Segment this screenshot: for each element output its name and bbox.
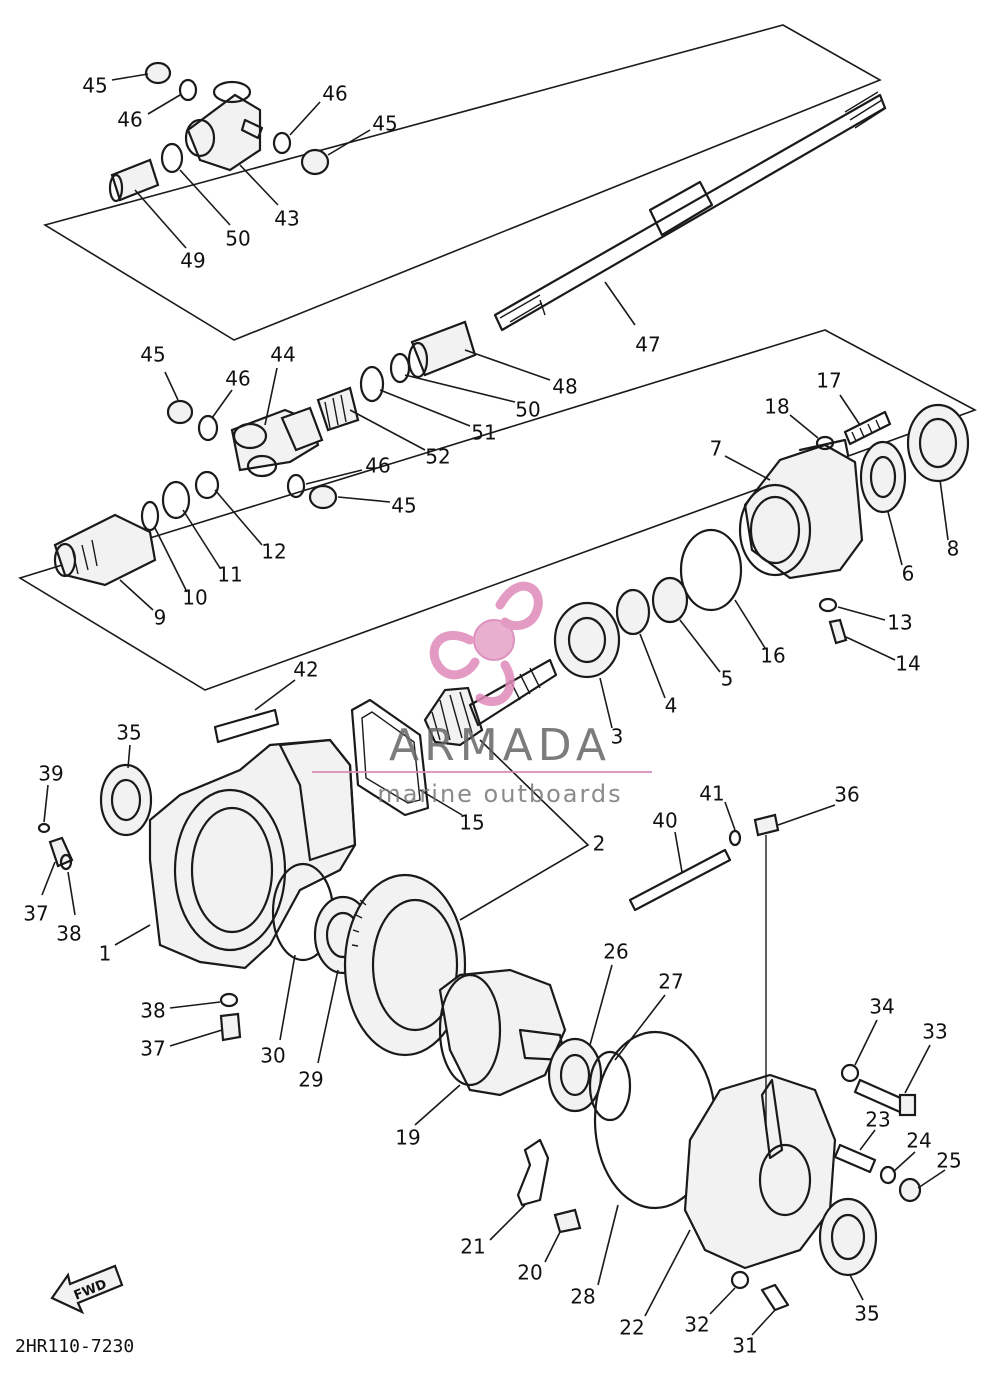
callout-31: 31 [732,1334,757,1358]
callout-47: 47 [635,333,660,357]
callout-15: 15 [459,811,484,835]
nut-25 [898,1177,922,1203]
label-plate [213,708,280,744]
callout-11: 11 [217,563,242,587]
callout-28: 28 [570,1285,595,1309]
callout-49: 49 [180,249,205,273]
washer-34 [840,1063,860,1083]
callout-27: 27 [658,970,683,994]
upper-universal-joint [108,61,330,203]
callout-46: 46 [225,367,250,391]
callout-22: 22 [619,1316,644,1340]
washer-32 [730,1270,750,1290]
callout-45: 45 [82,74,107,98]
ring-gear [343,873,467,1057]
callout-46: 46 [117,108,142,132]
callout-6: 6 [902,562,915,586]
callout-45: 45 [140,343,165,367]
callout-50: 50 [515,398,540,422]
callout-42: 42 [293,658,318,682]
callout-26: 26 [603,940,628,964]
bracket [516,1138,550,1207]
lower-universal-joint [53,320,477,587]
differential-housing [37,738,357,1042]
gasket [350,698,430,817]
pin [728,829,742,847]
callout-50: 50 [225,227,250,251]
callout-36: 36 [834,783,859,807]
callout-45: 45 [391,494,416,518]
bolt-31 [760,1283,790,1312]
breather-plug [753,813,780,837]
diagram-code: 2HR110-7230 [15,1336,134,1357]
bolt-33 [853,1078,917,1117]
callout-51: 51 [471,421,496,445]
watermark-logo: ARMADA marine outboards [312,581,652,808]
pinion-gear [423,658,558,747]
callout-33: 33 [922,1020,947,1044]
propeller-icon [429,581,543,707]
callout-17: 17 [816,369,841,393]
callout-23: 23 [865,1108,890,1132]
callout-34: 34 [869,995,894,1019]
callout-18: 18 [764,395,789,419]
callout-5: 5 [721,667,734,691]
callout-2: 2 [593,832,606,856]
differential-case [438,968,632,1122]
leader-lines [41,73,949,1336]
oil-seal-bottom [818,1197,878,1277]
callout-24: 24 [906,1129,931,1153]
watermark-tagline: marine outboards [377,780,622,808]
callout-numbers: 4546464543504947485051524546444645121110… [23,74,961,1358]
callout-46: 46 [322,82,347,106]
callout-14: 14 [895,652,920,676]
callout-4: 4 [665,694,678,718]
callout-35: 35 [116,721,141,745]
callout-40: 40 [652,809,677,833]
pivot-shaft [628,848,732,912]
callout-48: 48 [552,375,577,399]
callout-21: 21 [460,1235,485,1259]
callout-45: 45 [372,112,397,136]
callout-38: 38 [140,999,165,1023]
callout-41: 41 [699,782,724,806]
callout-37: 37 [23,902,48,926]
callout-10: 10 [182,586,207,610]
callout-19: 19 [395,1126,420,1150]
callout-44: 44 [270,343,295,367]
callout-43: 43 [274,207,299,231]
callout-30: 30 [260,1044,285,1068]
callout-46: 46 [365,454,390,478]
callout-12: 12 [261,540,286,564]
stud-23 [833,1143,877,1174]
callout-38: 38 [56,922,81,946]
callout-16: 16 [760,644,785,668]
bearing-housing [553,403,970,679]
callout-35: 35 [854,1302,879,1326]
callout-37: 37 [140,1037,165,1061]
callout-25: 25 [936,1149,961,1173]
watermark-brand: ARMADA [389,720,611,771]
drive-shaft [493,91,887,332]
washer-24 [879,1165,897,1185]
callout-32: 32 [684,1313,709,1337]
callout-52: 52 [425,445,450,469]
callout-3: 3 [611,725,624,749]
callout-20: 20 [517,1261,542,1285]
callout-39: 39 [38,762,63,786]
bolt-20 [553,1208,582,1234]
callout-1: 1 [99,942,112,966]
callout-29: 29 [298,1068,323,1092]
callout-9: 9 [154,606,167,630]
callout-8: 8 [947,537,960,561]
callout-13: 13 [887,611,912,635]
group-frame-joint-assembly [18,329,977,691]
callout-7: 7 [710,437,723,461]
gear-case-cover [683,1073,837,1270]
group-frame-drive-shaft [42,24,882,341]
forward-arrow-icon: FWD [50,1264,124,1315]
